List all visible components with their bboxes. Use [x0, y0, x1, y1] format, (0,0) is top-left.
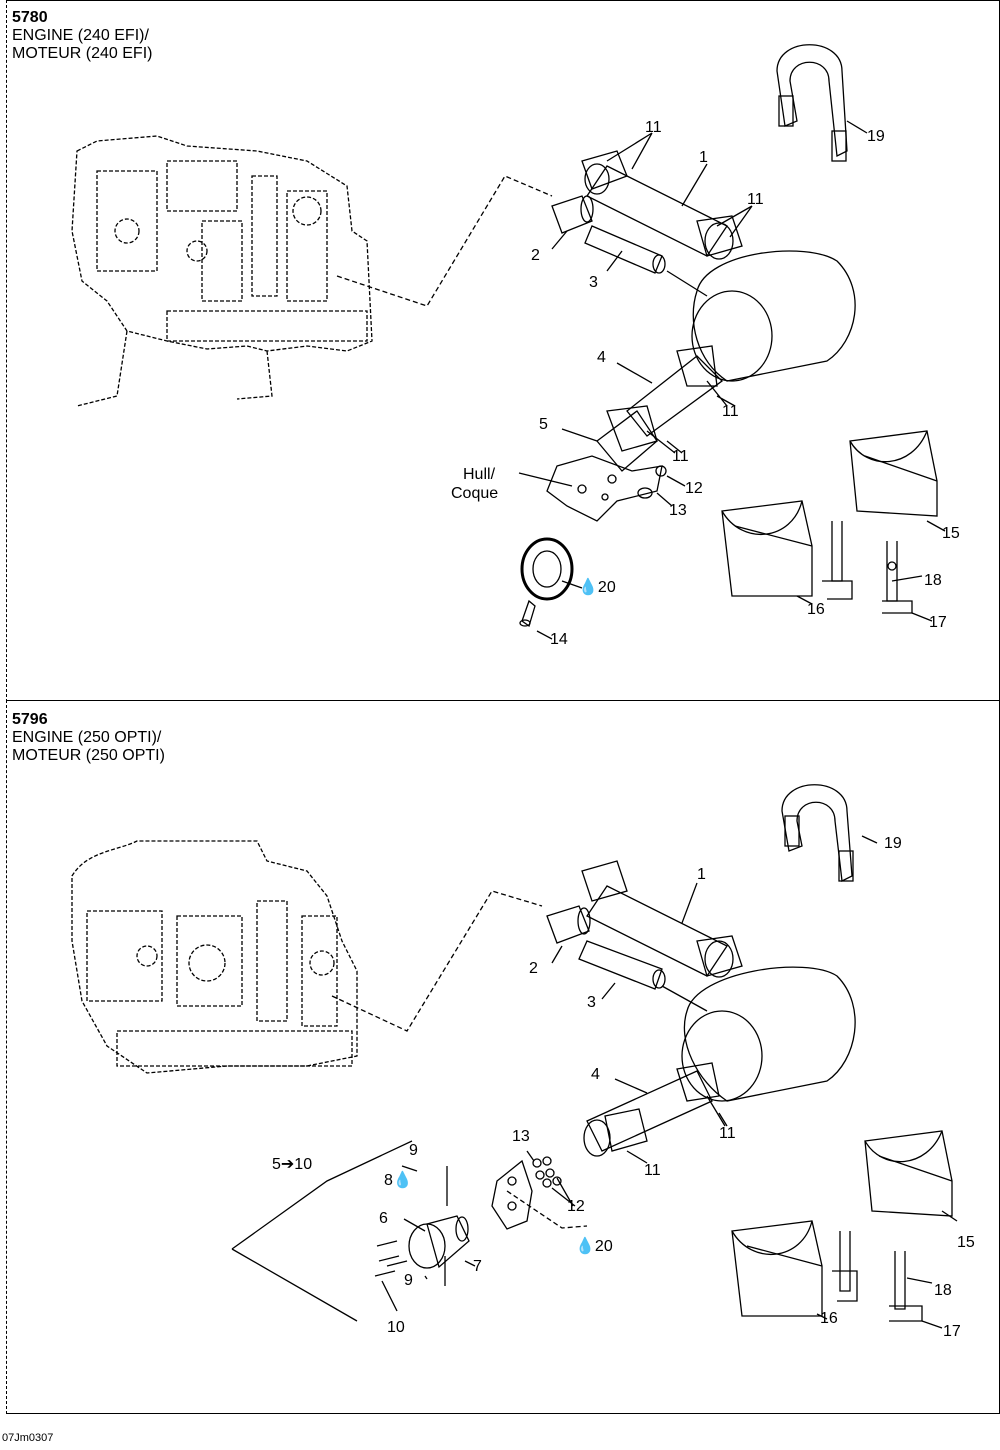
callout-4: 4: [591, 1066, 600, 1083]
callout-6: 6: [379, 1210, 388, 1227]
engine-outline: [71, 840, 358, 1074]
hull-label-fr: Coque: [451, 485, 499, 502]
callout-3: 3: [589, 274, 598, 291]
diagram-code: 5780: [12, 9, 48, 26]
diagram-header: 5796 ENGINE (250 OPTI)/ MOTEUR (250 OPTI…: [12, 711, 165, 765]
callout-12: 12: [685, 480, 703, 497]
callout-20-number: 20: [594, 1238, 613, 1255]
callout-13: 13: [669, 502, 687, 519]
callout-8: 8💧: [384, 1172, 413, 1190]
callout-20: 💧20: [575, 1238, 613, 1256]
exhaust-system-illustration: [71, 784, 958, 1329]
sealant-drop-icon: 💧: [575, 1238, 595, 1255]
callout-11: 11: [672, 448, 689, 465]
title-en: ENGINE (250 OPTI)/: [12, 729, 162, 746]
title-en: ENGINE (240 EFI)/: [12, 27, 149, 44]
callout-3: 3: [587, 994, 596, 1011]
callout-18: 18: [924, 572, 942, 589]
callout-11: 11: [747, 191, 764, 208]
callout-13: 13: [512, 1128, 530, 1145]
callout-5: 5: [539, 416, 548, 433]
engine-outline: [71, 135, 373, 407]
title-fr: MOTEUR (240 EFI): [12, 45, 153, 62]
callout-17: 17: [943, 1323, 961, 1340]
callout-11: 11: [722, 403, 739, 420]
callout-9: 9: [404, 1272, 413, 1289]
diagram-code: 5796: [12, 711, 48, 728]
callout-4: 4: [597, 349, 606, 366]
callout-19: 19: [867, 128, 885, 145]
callout-9: 9: [409, 1142, 418, 1159]
callout-15: 15: [957, 1234, 975, 1251]
callout-16: 16: [807, 601, 825, 618]
callout-11: 11: [645, 119, 662, 136]
diagram-5780: 5780 ENGINE (240 EFI)/ MOTEUR (240 EFI): [6, 0, 1000, 702]
range-label: 5➔10: [272, 1156, 313, 1173]
diagram-header: 5780 ENGINE (240 EFI)/ MOTEUR (240 EFI): [12, 9, 152, 63]
sealant-drop-icon: 💧: [578, 579, 598, 596]
callout-2: 2: [531, 247, 540, 264]
sealant-drop-icon: 💧: [392, 1172, 413, 1189]
callout-1: 1: [697, 866, 706, 883]
callout-12: 12: [567, 1198, 585, 1215]
callout-19: 19: [884, 835, 902, 852]
diagram-5796: 5796 ENGINE (250 OPTI)/ MOTEUR (250 OPTI…: [6, 700, 1000, 1414]
callout-2: 2: [529, 960, 538, 977]
callout-11: 11: [644, 1162, 661, 1179]
callout-14: 14: [550, 631, 568, 648]
exhaust-system-illustration: [71, 44, 946, 640]
drawing-reference: 07Jm0307: [2, 1432, 54, 1444]
callout-20-number: 20: [597, 579, 616, 596]
callout-16: 16: [820, 1310, 838, 1327]
callout-1: 1: [699, 149, 708, 166]
callout-17: 17: [929, 614, 947, 631]
callout-8-number: 8: [384, 1172, 393, 1189]
callout-20: 💧20: [578, 579, 616, 597]
callout-11: 11: [719, 1125, 736, 1142]
title-fr: MOTEUR (250 OPTI): [12, 747, 165, 764]
callout-18: 18: [934, 1282, 952, 1299]
callout-7: 7: [473, 1258, 482, 1275]
callout-10: 10: [387, 1319, 405, 1336]
callout-15: 15: [942, 525, 960, 542]
hull-label-en: Hull/: [463, 466, 496, 483]
